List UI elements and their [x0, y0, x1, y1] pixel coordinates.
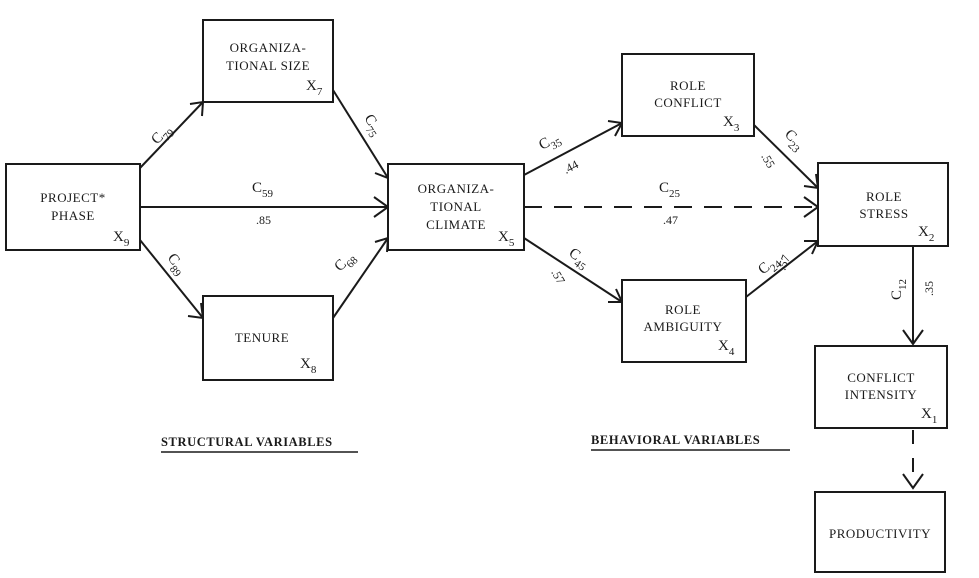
node-productivity: PRODUCTIVITY [814, 491, 946, 573]
section-heading: BEHAVIORAL VARIABLES [591, 433, 760, 447]
edge-label-c89: C89 [161, 251, 190, 280]
edge-c12 [902, 246, 924, 346]
node-label-line: CONFLICT [847, 370, 915, 385]
edge-label-c79: C79 [148, 121, 177, 150]
coefficient-subscript: 35 [549, 136, 565, 152]
node-organizational-climate: ORGANIZA- TIONAL CLIMATE X5 [387, 163, 525, 251]
variable-subscript: 7 [317, 86, 323, 98]
node-label-line: STRESS [859, 206, 908, 221]
node-label-line: ROLE [866, 189, 902, 204]
coefficient-subscript: 59 [262, 188, 274, 200]
variable-subscript: 1 [932, 414, 938, 426]
node-label-line: ORGANIZA- [230, 40, 307, 55]
edge-label-c35: C35 [536, 129, 564, 157]
edge-value-c24: .57 [775, 253, 793, 272]
node-tenure: TENURE X8 [202, 295, 334, 381]
node-label-line: PHASE [51, 208, 95, 223]
node-label-line: ROLE [665, 302, 701, 317]
node-label-line: CLIMATE [426, 217, 486, 232]
variable-letter: X [113, 229, 124, 245]
node-label-line: PROJECT* [40, 190, 105, 205]
edge-value-c45: .57 [548, 267, 568, 287]
edge-value-c25: .47 [663, 213, 678, 227]
coefficient-symbol: C [659, 180, 669, 196]
edge-label-c23: C23 [778, 127, 807, 156]
edge-c75 [332, 89, 389, 180]
edge-label-c25: C25 [659, 180, 681, 200]
node-label-line: ROLE [670, 78, 706, 93]
variable-subscript: 2 [929, 232, 935, 244]
section-behavioral-variables: BEHAVIORAL VARIABLES [591, 433, 790, 451]
edge-c89 [139, 239, 205, 320]
variable-label: X7 [306, 78, 323, 98]
edge-value-c12: .35 [922, 281, 936, 296]
edge-c68 [332, 236, 390, 319]
node-role-conflict: ROLE CONFLICT X3 [621, 53, 755, 137]
variable-label: X5 [498, 229, 515, 249]
coefficient-subscript: 12 [897, 279, 909, 290]
coefficient-symbol: C [889, 290, 905, 300]
node-label-line: TIONAL SIZE [226, 58, 310, 73]
variable-label: X3 [723, 114, 740, 134]
variable-letter: X [306, 78, 317, 94]
variable-label: X4 [718, 338, 735, 358]
variable-subscript: 9 [124, 237, 130, 249]
variable-subscript: 8 [311, 364, 317, 376]
edge-label-c45: C45 [563, 245, 592, 274]
node-role-stress: ROLE STRESS X2 [817, 162, 949, 247]
variable-label: X9 [113, 229, 130, 249]
node-label-line: TENURE [235, 330, 289, 345]
edge-value-c59: .85 [256, 213, 271, 227]
edge-productivity [902, 430, 924, 490]
edge-label-c12: C12 [889, 279, 909, 300]
edge-label-c59: C59 [252, 180, 274, 200]
variable-letter: X [918, 224, 929, 240]
node-label-line: CONFLICT [654, 95, 722, 110]
edge-label-c68: C68 [332, 248, 361, 277]
variable-subscript: 3 [734, 122, 740, 134]
node-label-line: AMBIGUITY [644, 319, 723, 334]
node-role-ambiguity: ROLE AMBIGUITY X4 [621, 279, 747, 363]
edge-value-c35: .44 [561, 157, 581, 176]
variable-letter: X [498, 229, 509, 245]
section-structural-variables: STRUCTURAL VARIABLES [161, 435, 358, 453]
edge-value-c23: .55 [758, 151, 778, 171]
variable-subscript: 4 [729, 346, 735, 358]
node-label-line: TIONAL [430, 199, 481, 214]
variable-letter: X [300, 356, 311, 372]
node-label-line: PRODUCTIVITY [829, 526, 931, 541]
variable-letter: X [718, 338, 729, 354]
section-heading: STRUCTURAL VARIABLES [161, 435, 333, 449]
node-label-line: INTENSITY [845, 387, 917, 402]
node-organizational-size: ORGANIZA- TIONAL SIZE X7 [202, 19, 334, 103]
variable-subscript: 5 [509, 237, 515, 249]
node-label-line: ORGANIZA- [418, 181, 495, 196]
variable-letter: X [921, 406, 932, 422]
coefficient-symbol: C [252, 180, 262, 196]
variable-label: X8 [300, 356, 317, 376]
variable-letter: X [723, 114, 734, 130]
variable-label: X1 [921, 406, 937, 426]
node-project-phase: PROJECT* PHASE X9 [5, 163, 141, 251]
variable-label: X2 [918, 224, 934, 244]
node-conflict-intensity: CONFLICT INTENSITY X1 [814, 345, 948, 429]
coefficient-subscript: 25 [669, 188, 681, 200]
